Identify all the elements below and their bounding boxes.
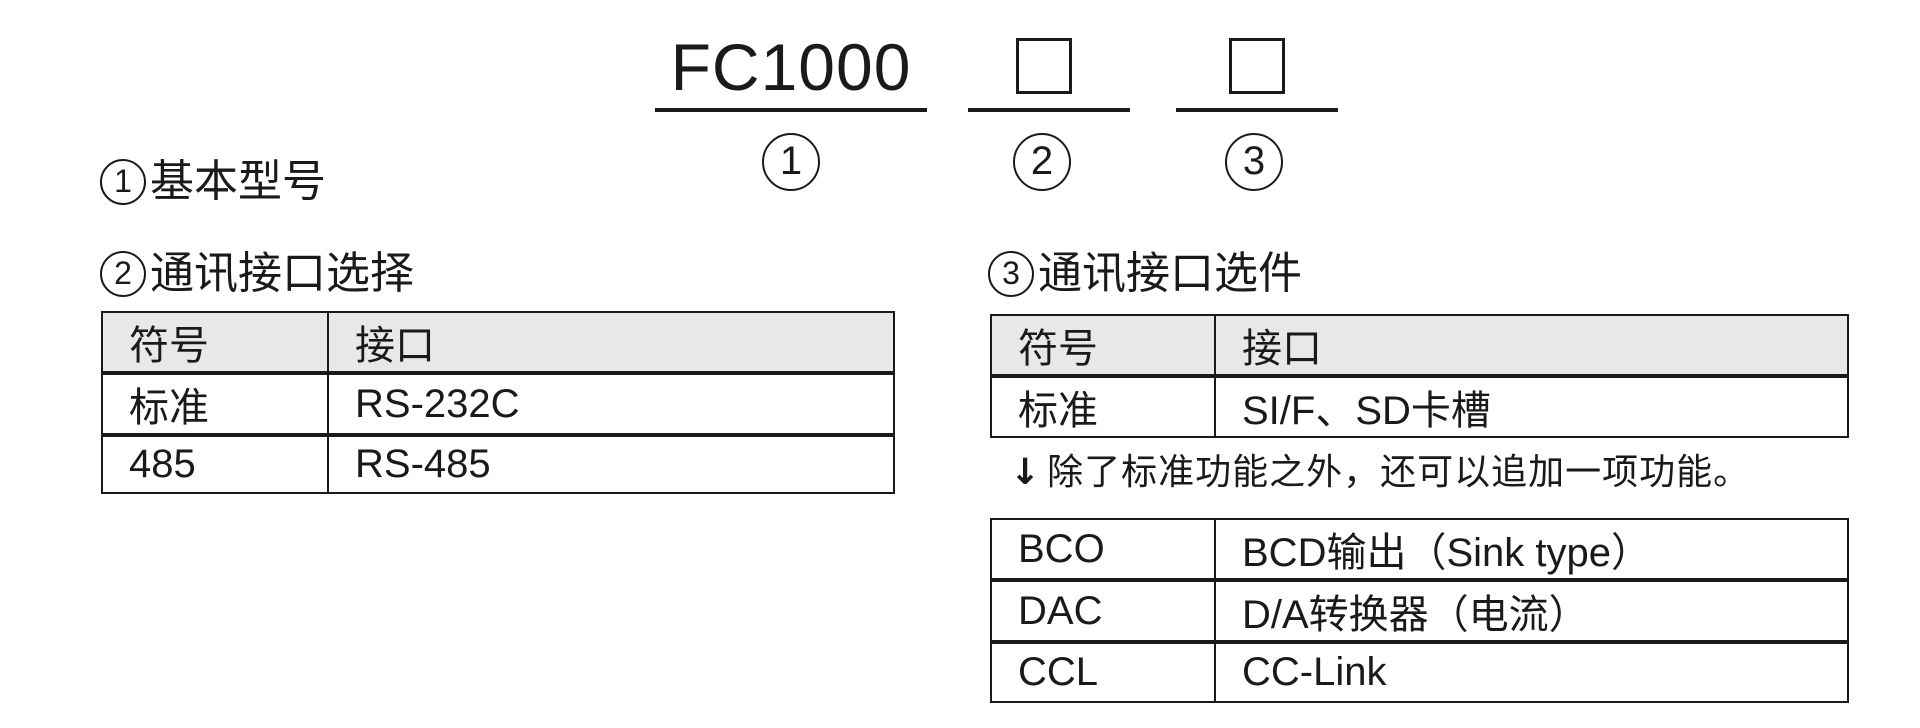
additional-option-table: BCO BCD输出（Sink type） DAC D/A转换器（电流） CCL … <box>990 518 1849 703</box>
cell-symbol: 485 <box>101 433 329 494</box>
section1-marker: 1 <box>100 159 146 205</box>
section1-title: 基本型号 <box>150 156 326 207</box>
position-label-2: 2 <box>1013 133 1071 191</box>
option-note-text: 除了标准功能之外，还可以追加一项功能。 <box>1047 452 1751 493</box>
cell-symbol: 标准 <box>101 371 329 436</box>
down-arrow-icon: ↓ <box>1010 452 1042 493</box>
header-interface: 接口 <box>327 311 895 374</box>
option-note: ↓ 除了标准功能之外，还可以追加一项功能。 <box>1010 450 1750 496</box>
table-header-row: 符号 接口 <box>101 311 895 374</box>
cell-interface: SI/F、SD卡槽 <box>1214 374 1849 438</box>
cell-symbol: DAC <box>990 578 1216 643</box>
section3-marker: 3 <box>988 251 1034 297</box>
model-base-code: FC1000 <box>670 30 912 104</box>
option-placeholder-box-2 <box>1016 38 1072 94</box>
header-symbol: 符号 <box>101 311 329 374</box>
section2-heading: 2 通讯接口选择 <box>100 248 414 300</box>
cell-symbol: 标准 <box>990 374 1216 438</box>
interface-table: 符号 接口 标准 RS-232C 485 RS-485 <box>101 311 895 494</box>
cell-interface: CC-Link <box>1214 640 1849 703</box>
table-row: 标准 SI/F、SD卡槽 <box>990 374 1849 438</box>
cell-interface: BCD输出（Sink type） <box>1214 518 1849 581</box>
cell-interface: D/A转换器（电流） <box>1214 578 1849 643</box>
table-row: DAC D/A转换器（电流） <box>990 578 1849 643</box>
table-row: CCL CC-Link <box>990 640 1849 703</box>
model-underline-1 <box>655 108 927 112</box>
cell-interface: RS-485 <box>327 433 895 494</box>
section3-heading: 3 通讯接口选件 <box>988 248 1302 300</box>
interface-option-table: 符号 接口 标准 SI/F、SD卡槽 <box>990 314 1849 438</box>
position-label-1: 1 <box>762 133 820 191</box>
cell-interface: RS-232C <box>327 371 895 436</box>
option-placeholder-box-3 <box>1229 38 1285 94</box>
header-interface: 接口 <box>1214 314 1849 377</box>
section2-marker: 2 <box>100 251 146 297</box>
section3-title: 通讯接口选件 <box>1038 248 1302 299</box>
table-row: BCO BCD输出（Sink type） <box>990 518 1849 581</box>
position-label-3: 3 <box>1225 133 1283 191</box>
section1-heading: 1 基本型号 <box>100 156 326 208</box>
table-row: 标准 RS-232C <box>101 371 895 436</box>
cell-symbol: BCO <box>990 518 1216 581</box>
section2-title: 通讯接口选择 <box>150 248 414 299</box>
model-underline-2 <box>968 108 1130 112</box>
model-underline-3 <box>1176 108 1338 112</box>
table-row: 485 RS-485 <box>101 433 895 494</box>
table-header-row: 符号 接口 <box>990 314 1849 377</box>
cell-symbol: CCL <box>990 640 1216 703</box>
header-symbol: 符号 <box>990 314 1216 377</box>
